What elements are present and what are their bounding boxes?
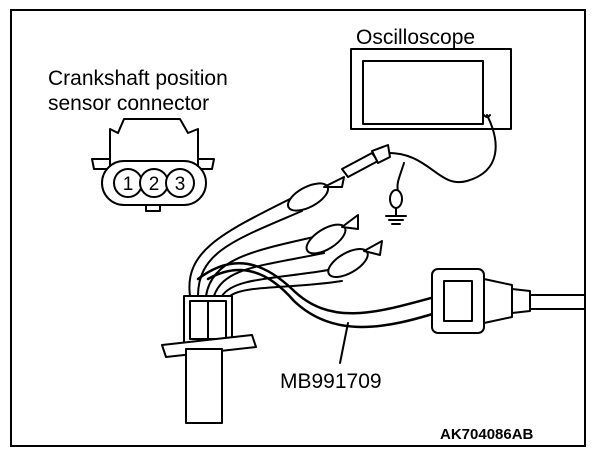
connector-label-line1: Crankshaft position [48,67,228,90]
alligator-clip-1 [287,176,345,212]
svg-text:3: 3 [175,174,186,195]
svg-text:1: 1 [123,174,134,195]
figure-id: AK704086AB [440,426,534,443]
alligator-clip-2 [305,214,359,255]
crankshaft-position-sensor [161,295,257,424]
svg-text:2: 2 [149,174,160,195]
connector-label-line2: sensor connector [48,92,209,115]
harness-leads [188,196,343,297]
harness-main-cable [196,262,444,329]
vehicle-side-connector [431,268,584,334]
oscilloscope-label: Oscilloscope [356,26,475,49]
connector-pin-2: 2 [139,168,169,198]
diagram-frame: Oscilloscope Crankshaft position sensor … [10,9,586,447]
probe-tip [341,144,391,178]
alligator-clip-3 [327,240,383,278]
connector-pin-1: 1 [113,168,143,198]
harness-leader-line [339,322,349,364]
oscilloscope-lead [383,114,497,184]
connector-pin-3: 3 [165,168,195,198]
ground-clip [385,189,407,225]
oscilloscope-device [350,48,512,130]
ground-lead [396,162,405,192]
harness-label: MB991709 [280,370,382,393]
diagram-canvas: Oscilloscope Crankshaft position sensor … [48,26,584,443]
